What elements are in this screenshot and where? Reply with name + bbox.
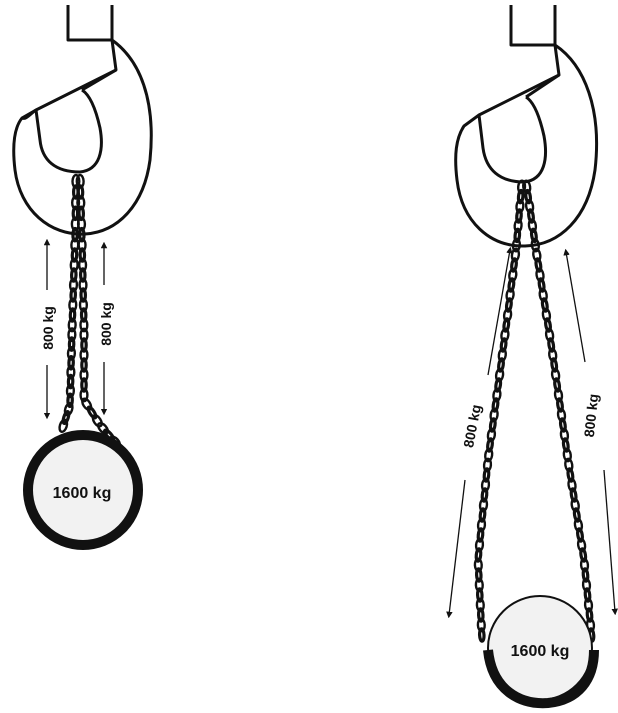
- right-figure: 1600 kg 800 kg 800 kg: [449, 5, 615, 703]
- chain-link: [58, 419, 68, 433]
- left-figure: 1600 kg 800 kg 800 kg: [14, 5, 152, 545]
- right-leg-arrow-up: [566, 252, 585, 362]
- left-figure-left-leg-force: 800 kg: [40, 306, 56, 350]
- right-figure-left-leg-force: 800 kg: [460, 403, 484, 449]
- left-load: 1600 kg: [28, 435, 138, 545]
- right-chains: [475, 180, 595, 641]
- right-figure-right-leg-force: 800 kg: [581, 393, 601, 438]
- left-load-weight-label: 1600 kg: [53, 485, 112, 502]
- left-figure-right-leg-force: 800 kg: [98, 302, 114, 346]
- right-load: 1600 kg: [488, 596, 594, 703]
- left-leg-arrow-down: [449, 480, 465, 615]
- chain-link: [479, 629, 484, 642]
- right-load-weight-label: 1600 kg: [511, 643, 570, 660]
- right-leg-arrow-down: [604, 470, 615, 612]
